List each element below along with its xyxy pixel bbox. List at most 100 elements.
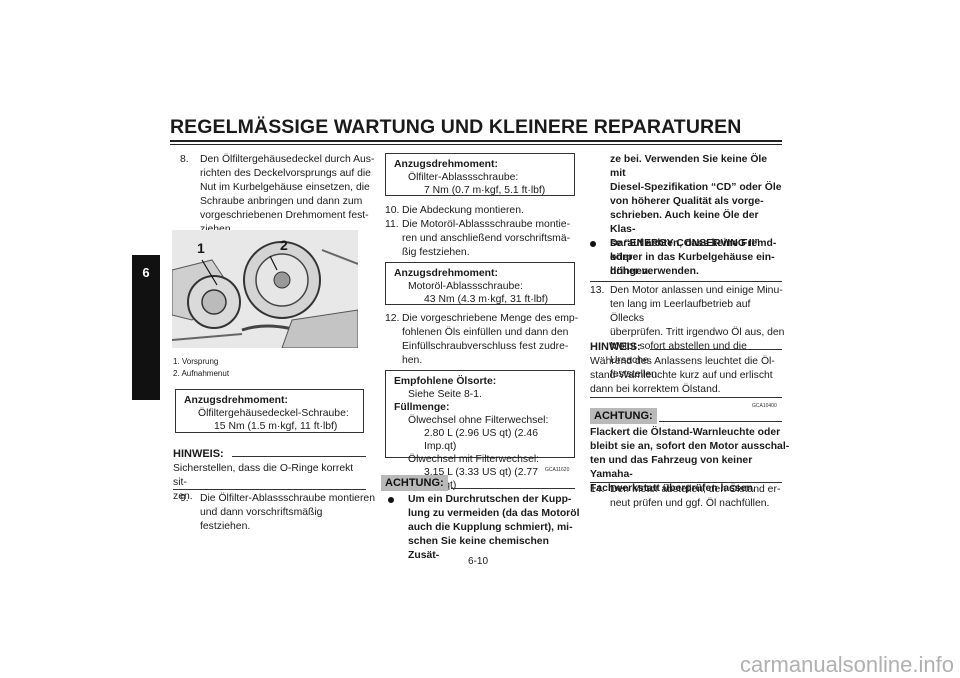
text-line: Den Motor anlassen und einige Minu- [610, 285, 783, 296]
hinweis-label: HINWEIS: [173, 448, 224, 460]
achtung-badge: ACHTUNG: [381, 475, 448, 491]
hinweis-text: Während des Anlassens leuchtet die Öl- s… [590, 355, 785, 397]
chapter-number: 6 [142, 265, 150, 280]
torque-item: Ölfiltergehäusedeckel-Schraube: [198, 408, 349, 419]
text-line: auch die Kupplung schmiert), mi- [408, 522, 573, 533]
step-number: 12. [385, 313, 400, 324]
achtung-rule [659, 421, 782, 422]
text-line: Den Ölfiltergehäusedeckel durch Aus- [200, 154, 375, 165]
bullet-icon [388, 497, 394, 503]
caution-code: GCA11620 [545, 467, 570, 473]
achtung-bullet-2: Darauf achten, dass keine Fremd- körper … [590, 237, 785, 279]
achtung-end-rule [590, 482, 782, 483]
text-line: ßig festziehen. [402, 247, 470, 258]
text-line: und dann vorschriftsmäßig festziehen. [200, 507, 323, 532]
torque-item: Motoröl-Ablassschraube: [408, 281, 523, 292]
text-line: Während des Anlassens leuchtet die Öl- [590, 356, 775, 367]
achtung-badge: ACHTUNG: [590, 408, 657, 424]
torque-box-filter-drain: Anzugsdrehmoment: Ölfilter-Ablassschraub… [385, 153, 575, 196]
step-14: 14. Den Motor abstellen, den Ölstand er-… [590, 483, 785, 511]
text-line: Die Ölfilter-Ablassschraube montieren [200, 493, 375, 504]
achtung-end-rule [590, 281, 782, 282]
figure-label-1: 1 [197, 240, 205, 256]
text-line: dann bei korrektem Ölstand. [590, 384, 721, 395]
step-number: 13. [590, 285, 605, 296]
text-line: richten des Deckelvorsprungs auf die [200, 168, 371, 179]
text-line: ziehen. [200, 224, 234, 235]
figure-legend: 1. Vorsprung 2. Aufnahmenut [173, 356, 229, 380]
step-9: 9. Die Ölfilter-Ablassschraube montieren… [180, 492, 375, 534]
text-line: feststellen. [610, 369, 660, 380]
title-rule-thin [170, 144, 782, 145]
text-line: neut prüfen und ggf. Öl nachfüllen. [610, 498, 770, 509]
hinweis-text: Sicherstellen, dass die O-Ringe korrekt … [173, 462, 368, 504]
text-line: Schraube anbringen und dann zum [200, 196, 363, 207]
text-line: se “ENERGY CONSERVING II” oder [610, 238, 760, 263]
text-line: stand-Warnleuchte kurz auf und erlischt [590, 370, 773, 381]
step-number: 10. [385, 205, 400, 216]
text-line: von höherer Qualität als vorge- [610, 196, 764, 207]
text-line: vorgeschriebenen Drehmoment fest- [200, 210, 369, 221]
page-title: REGELMÄSSIGE WARTUNG UND KLEINERE REPARA… [170, 116, 742, 138]
text-line: Sicherstellen, dass die O-Ringe korrekt … [173, 463, 354, 488]
text-line: Die vorgeschriebene Menge des emp- [402, 313, 579, 324]
text-line: zen. [173, 491, 193, 502]
text-line: ten und das Fahrzeug von keiner Yamaha- [590, 455, 753, 480]
step-number: 11. [385, 219, 399, 230]
step-10: 10. Die Abdeckung montieren. [385, 204, 580, 218]
bullet-icon [590, 241, 596, 247]
torque-title: Anzugsdrehmoment: [184, 395, 288, 406]
text-line: Die Motoröl-Ablassschraube montie- [402, 219, 571, 230]
title-rule [170, 140, 782, 142]
chapter-tab [132, 255, 160, 400]
step-number: 9. [180, 493, 189, 504]
text-line: Den Motor abstellen, den Ölstand er- [610, 484, 781, 495]
oil-title: Empfohlene Ölsorte: [394, 376, 497, 387]
text-line: bleibt sie an, sofort den Motor ausschal… [590, 441, 790, 452]
achtung-bullet: Um ein Durchrutschen der Kupp- lung zu v… [388, 493, 580, 563]
oil-spec-box: Empfohlene Ölsorte: Siehe Seite 8-1. Fül… [385, 370, 575, 491]
hinweis-end-rule [590, 397, 782, 398]
text-line: Um ein Durchrutschen der Kupp- [408, 494, 572, 505]
text-line: fohlenen Öls einfüllen und dann den [402, 327, 569, 338]
torque-value: 43 Nm (4.3 m·kgf, 31 ft·lbf) [424, 294, 549, 305]
watermark: carmanualsonline.info [739, 652, 954, 677]
text-line: hen. [402, 355, 423, 366]
legend-item: 2. Aufnahmenut [173, 369, 230, 378]
torque-title: Anzugsdrehmoment: [394, 268, 498, 279]
legend-item: 1. Vorsprung [173, 357, 219, 366]
text-line: Darauf achten, dass keine Fremd- [610, 238, 777, 249]
text-line: ze bei. Verwenden Sie keine Öle mit [610, 154, 768, 179]
hinweis-rule [650, 349, 782, 350]
hinweis-end-rule [173, 489, 366, 490]
text-line: überprüfen. Tritt irgendwo Öl aus, den [610, 327, 785, 338]
fill-nofilter: Ölwechsel ohne Filterwechsel: [408, 415, 549, 426]
step-number: 14. [590, 484, 605, 495]
fill-filter: Ölwechsel mit Filterwechsel: [408, 454, 540, 465]
caution-code: GCA10400 [752, 403, 777, 409]
text-line: Flackert die Ölstand-Warnleuchte oder [590, 427, 781, 438]
fill-title: Füllmenge: [394, 402, 450, 413]
engine-photo [172, 230, 358, 348]
text-line: ren und anschließend vorschriftsmä- [402, 233, 571, 244]
torque-box-cover: Anzugsdrehmoment: Ölfiltergehäusedeckel-… [175, 389, 364, 433]
text-line: Diesel-Spezifikation “CD” oder Öle [610, 182, 782, 193]
achtung-continued: ze bei. Verwenden Sie keine Öle mit Dies… [590, 153, 785, 279]
text-line: körper in das Kurbelgehäuse ein- [610, 252, 775, 263]
text-line: schrieben. Auch keine Öle der Klas- [610, 210, 759, 235]
text-line: Motor sofort abstellen und die Ursache [610, 341, 747, 366]
step-12: 12. Die vorgeschriebene Menge des emp- f… [385, 312, 580, 368]
torque-value: 15 Nm (1.5 m·kgf, 11 ft·lbf) [214, 421, 338, 432]
torque-value: 7 Nm (0.7 m·kgf, 5.1 ft·lbf) [424, 185, 546, 196]
torque-box-oil-drain: Anzugsdrehmoment: Motoröl-Ablassschraube… [385, 262, 575, 305]
text-line: Die Abdeckung montieren. [402, 205, 524, 216]
text-line: schen Sie keine chemischen Zusät- [408, 536, 549, 561]
step-13: 13. Den Motor anlassen und einige Minu- … [590, 284, 785, 382]
hinweis-rule [232, 456, 366, 457]
text-line: Einfüllschraubverschluss fest zudre- [402, 341, 569, 352]
torque-title: Anzugsdrehmoment: [394, 159, 498, 170]
text-line: dringen. [610, 266, 651, 277]
oil-ref: Siehe Seite 8-1. [408, 389, 482, 400]
figure-label-2: 2 [280, 237, 288, 253]
achtung-rule [451, 488, 575, 489]
